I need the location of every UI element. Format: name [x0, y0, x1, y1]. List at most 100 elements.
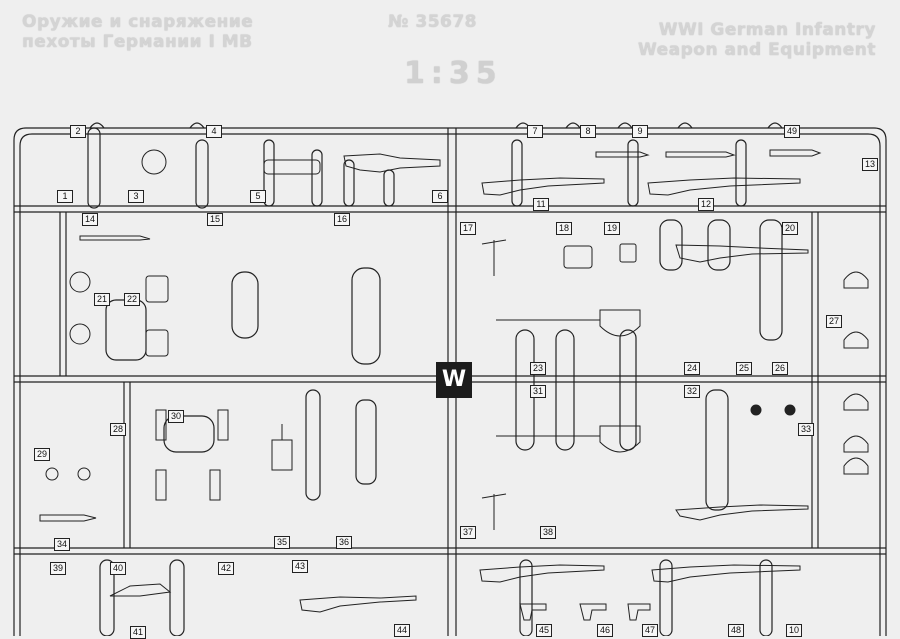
canteen-part-3 — [141, 149, 167, 175]
shovel-part-31 — [496, 309, 641, 337]
part-label-20: 20 — [782, 222, 798, 235]
catalog-number: № 35678 — [388, 12, 478, 32]
grenade-stick-30-d — [209, 469, 221, 501]
part-label-32: 32 — [684, 385, 700, 398]
part-label-14: 14 — [82, 213, 98, 226]
part-label-27: 27 — [826, 315, 842, 328]
rifle-part-11 — [481, 177, 605, 196]
rifle-part-11-b — [479, 564, 605, 583]
part-label-43: 43 — [292, 560, 308, 573]
part-label-16: 16 — [334, 213, 350, 226]
part-label-13: 13 — [862, 158, 878, 171]
disc-part-33-b — [784, 404, 796, 416]
bayonet-part-9 — [595, 151, 650, 158]
part-label-47: 47 — [642, 624, 658, 637]
title-english-line-1: WWI German Infantry — [658, 20, 876, 40]
helmet-27-e — [843, 457, 869, 475]
scale-label: 1:35 — [404, 56, 503, 91]
part-label-30: 30 — [168, 410, 184, 423]
pick-part-17 — [481, 239, 507, 276]
bayonet-part-49 — [769, 149, 822, 157]
part-label-36: 36 — [336, 536, 352, 549]
disc-part-33 — [750, 404, 762, 416]
title-russian-line-2: пехоты Германии I MB — [22, 32, 253, 52]
shovel-part-35 — [271, 424, 293, 471]
rifle-part-43 — [299, 595, 417, 613]
pistol-part-45 — [519, 603, 547, 621]
part-label-19: 19 — [604, 222, 620, 235]
mg-part-40 — [109, 583, 172, 597]
box-part-19 — [619, 243, 637, 263]
helmet-27-d — [843, 435, 869, 453]
part-label-42: 42 — [218, 562, 234, 575]
grenade-stick-30-b — [155, 469, 167, 501]
grenade-part-29 — [45, 467, 59, 481]
part-label-22: 22 — [124, 293, 140, 306]
part-label-46: 46 — [597, 624, 613, 637]
helmet-part-21 — [69, 271, 91, 293]
grenade-stick-30 — [155, 409, 167, 441]
bayonet-part-14-b — [665, 151, 736, 158]
pouch-part-22 — [145, 275, 169, 303]
bayonet-part-34 — [39, 514, 97, 522]
part-label-38: 38 — [540, 526, 556, 539]
part-label-6: 6 — [432, 190, 448, 203]
part-label-12: 12 — [698, 198, 714, 211]
rifle-part-12 — [647, 177, 801, 196]
part-label-3: 3 — [128, 190, 144, 203]
helmet-27-c — [843, 393, 869, 411]
carbine-part-20 — [675, 244, 809, 263]
shovel-part-31-b — [496, 425, 641, 453]
part-label-5: 5 — [250, 190, 266, 203]
pistol-part-47 — [627, 603, 651, 621]
title-russian-line-1: Оружие и снаряжение — [22, 12, 254, 32]
title-english: WWI German Infantry Weapon and Equipment — [638, 20, 876, 60]
helmet-27-b — [843, 331, 869, 349]
part-label-40: 40 — [110, 562, 126, 575]
part-drawings — [39, 149, 869, 621]
part-label-17: 17 — [460, 222, 476, 235]
rifle-part-12-b — [651, 564, 801, 583]
part-label-41: 41 — [130, 626, 146, 639]
bayonet-part-14 — [79, 235, 151, 241]
carbine-part-20-b — [675, 504, 809, 521]
part-label-26: 26 — [772, 362, 788, 375]
part-label-21: 21 — [94, 293, 110, 306]
helmet-27-a — [843, 271, 869, 289]
part-label-44: 44 — [394, 624, 410, 637]
box-part-18 — [563, 245, 593, 269]
title-russian: Оружие и снаряжение пехоты Германии I MB — [22, 12, 253, 52]
part-label-2: 2 — [70, 125, 86, 138]
part-label-39: 39 — [50, 562, 66, 575]
pick-part-37 — [481, 493, 507, 530]
pouch-part-22-b — [145, 329, 169, 357]
part-label-1: 1 — [57, 190, 73, 203]
part-label-35: 35 — [274, 536, 290, 549]
part-label-24: 24 — [684, 362, 700, 375]
sprue-letter-badge: W — [436, 362, 472, 398]
part-label-4: 4 — [206, 125, 222, 138]
grenade-part-29-b — [77, 467, 91, 481]
part-label-49: 49 — [784, 125, 800, 138]
part-label-10: 10 — [786, 624, 802, 637]
part-label-11: 11 — [533, 198, 549, 211]
part-label-23: 23 — [530, 362, 546, 375]
part-label-34: 34 — [54, 538, 70, 551]
helmet-part-21-b — [69, 323, 91, 345]
part-label-9: 9 — [632, 125, 648, 138]
part-label-31: 31 — [530, 385, 546, 398]
grenade-stick-30-c — [217, 409, 229, 441]
part-label-25: 25 — [736, 362, 752, 375]
part-label-18: 18 — [556, 222, 572, 235]
part-label-48: 48 — [728, 624, 744, 637]
machine-gun-part-6 — [343, 153, 441, 173]
part-label-15: 15 — [207, 213, 223, 226]
title-english-line-2: Weapon and Equipment — [637, 40, 876, 60]
pistol-part-46 — [579, 603, 607, 621]
part-label-45: 45 — [536, 624, 552, 637]
part-label-7: 7 — [527, 125, 543, 138]
part-label-28: 28 — [110, 423, 126, 436]
part-label-29: 29 — [34, 448, 50, 461]
